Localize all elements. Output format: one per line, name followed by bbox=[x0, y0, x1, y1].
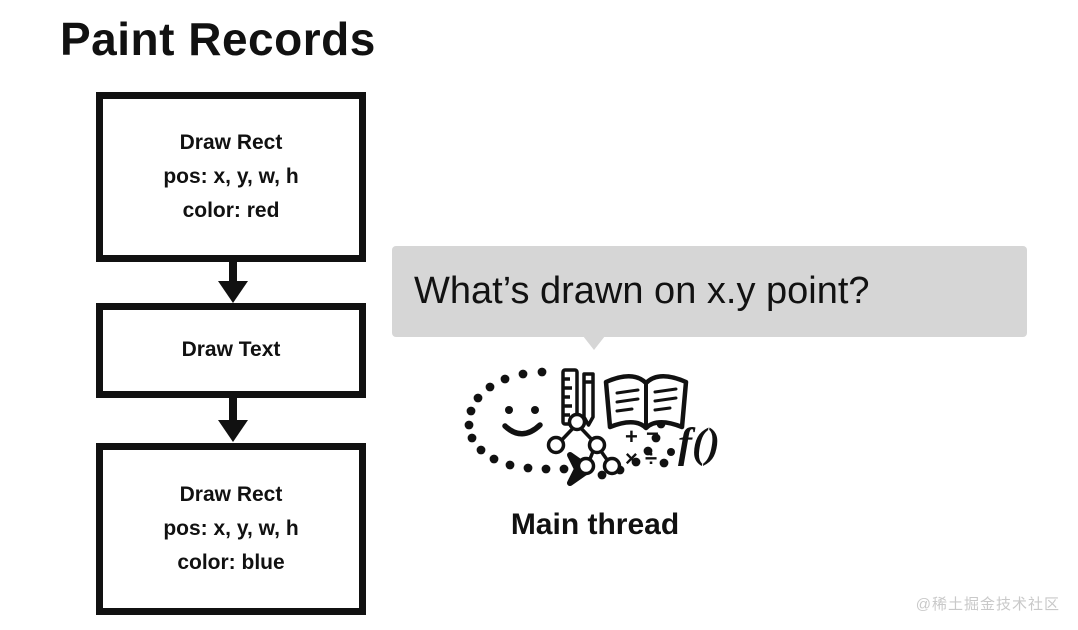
arrow-down-icon bbox=[218, 398, 248, 443]
arrow-head bbox=[218, 420, 248, 442]
pencil-icon bbox=[582, 372, 595, 427]
arrow-down-icon bbox=[218, 262, 248, 303]
node-tree-icon bbox=[546, 412, 622, 476]
arrow-stem bbox=[229, 262, 237, 282]
paint-record-box-draw-rect-blue: Draw Rect pos: x, y, w, h color: blue bbox=[96, 443, 366, 615]
record-line: color: red bbox=[182, 199, 280, 222]
main-thread-label: Main thread bbox=[510, 508, 680, 541]
page-title: Paint Records bbox=[60, 13, 376, 65]
speech-bubble-tail bbox=[583, 336, 605, 350]
paint-record-box-draw-rect-red: Draw Rect pos: x, y, w, h color: red bbox=[96, 92, 366, 262]
record-line: Draw Text bbox=[181, 338, 281, 362]
record-line: pos: x, y, w, h bbox=[163, 516, 299, 540]
arrow-stem bbox=[229, 398, 237, 421]
arrow-head bbox=[218, 281, 248, 303]
record-line: Draw Rect bbox=[179, 482, 283, 506]
record-line: color: blue bbox=[177, 551, 285, 574]
paint-record-box-draw-text: Draw Text bbox=[96, 303, 366, 398]
watermark: @稀土掘金技术社区 bbox=[915, 596, 1060, 613]
speech-bubble-text: What’s drawn on x.y point? bbox=[414, 270, 870, 312]
svg-text:−: − bbox=[646, 421, 659, 446]
svg-text:×: × bbox=[625, 446, 638, 471]
record-line: pos: x, y, w, h bbox=[163, 164, 299, 188]
smiley-face-icon bbox=[502, 406, 543, 437]
record-line: Draw Rect bbox=[179, 130, 283, 154]
speech-bubble: What’s drawn on x.y point? bbox=[392, 246, 1027, 337]
svg-text:+: + bbox=[625, 424, 638, 449]
function-notation-icon: f() bbox=[678, 421, 720, 467]
dotted-loop-icon bbox=[464, 367, 668, 480]
main-thread-illustration: + − × ÷ f() bbox=[450, 352, 740, 502]
svg-text:÷: ÷ bbox=[645, 446, 657, 471]
math-symbols-icon: + − × ÷ bbox=[625, 421, 659, 471]
